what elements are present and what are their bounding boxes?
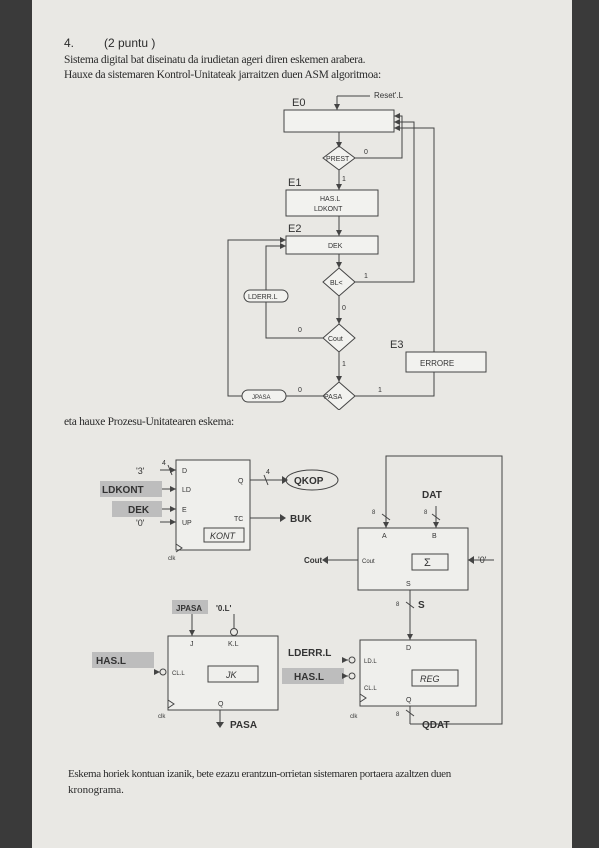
pu-adder-pin-b: B xyxy=(432,533,437,540)
pu-jk-pin-j: J xyxy=(190,641,194,648)
pu-kont-clk: clk xyxy=(168,556,176,562)
footer-line-2: kronograma. xyxy=(68,784,124,796)
pu-adder-pin-a: A xyxy=(382,533,387,540)
pu-adder-cin: '0' xyxy=(478,555,487,565)
pu-kont-label: KONT xyxy=(210,531,237,541)
asm-e2-dek: DEK xyxy=(328,243,343,250)
pu-kont-pin-up: UP xyxy=(182,520,192,527)
asm-state-e3: E3 xyxy=(390,339,403,351)
intro-line-2: Hauxe da sistemaren Kontrol-Unitateak ja… xyxy=(64,69,381,81)
pu-adder-pin-cout: Cout xyxy=(362,559,375,565)
pu-bus-8-s: 8 xyxy=(396,602,400,608)
exercise-points: (2 puntu ) xyxy=(104,36,156,50)
asm-jpasa: JPASA xyxy=(252,395,271,401)
pu-reg-clk: clk xyxy=(350,714,358,720)
pu-jk-pin-cll: CL.L xyxy=(172,671,185,677)
pu-adder-sigma: Σ xyxy=(424,557,431,569)
pu-reg-pin-q: Q xyxy=(406,697,412,704)
asm-e1-ldkont: LDKONT xyxy=(314,206,343,213)
asm-cout-zero: 0 xyxy=(298,327,302,334)
asm-chart: E0 Reset'.L PREST 0 1 E1 HAS.L LDKONT E2… xyxy=(227,91,487,410)
asm-blk-one: 1 xyxy=(364,273,368,280)
middle-text: eta hauxe Prozesu-Unitatearen eskema: xyxy=(64,416,234,428)
pu-reg-pin-ldl: LD.L xyxy=(364,659,377,665)
exercise-number: 4. xyxy=(64,36,75,50)
asm-lderrl: LDERR.L xyxy=(248,294,278,301)
asm-errore: ERRORE xyxy=(420,359,454,368)
asm-reset: Reset'.L xyxy=(374,91,404,100)
pu-bus-4-out: 4 xyxy=(266,469,270,476)
pu-kont-pin-ld: LD xyxy=(182,487,191,494)
asm-state-e2: E2 xyxy=(288,223,301,235)
pu-reg-hasl: HAS.L xyxy=(294,672,324,683)
asm-pasa: PASA xyxy=(324,394,342,401)
asm-e1-hasl: HAS.L xyxy=(320,196,340,203)
asm-blk: BL< xyxy=(330,280,343,287)
pu-const-0l: '0.L' xyxy=(216,604,231,613)
pu-bus-4-in: 4 xyxy=(162,460,166,467)
footer-line-1: Eskema horiek kontuan izanik, bete ezazu… xyxy=(68,768,451,780)
pu-bus-8-b: 8 xyxy=(424,510,428,516)
asm-prest-one: 1 xyxy=(342,176,346,183)
pu-jk-pin-q: Q xyxy=(218,701,224,708)
asm-state-e0: E0 xyxy=(292,97,305,109)
pu-pasa: PASA xyxy=(230,720,257,731)
pu-s: S xyxy=(418,600,425,611)
pu-qkop: QKOP xyxy=(294,476,324,487)
pu-jk-jpasa: JPASA xyxy=(176,604,202,613)
pu-kont-pin-tc: TC xyxy=(234,516,243,523)
asm-pasa-zero: 0 xyxy=(298,387,302,394)
pu-adder-pin-s: S xyxy=(406,581,411,588)
pu-dat: DAT xyxy=(422,490,442,501)
pu-kont-pin-q: Q xyxy=(238,478,244,485)
pu-reg-label: REG xyxy=(420,674,440,684)
pu-lderrl: LDERR.L xyxy=(288,648,331,659)
pu-jk-clk: clk xyxy=(158,714,166,720)
pu-qdat: QDAT xyxy=(422,720,450,731)
pu-reg-pin-d: D xyxy=(406,645,411,652)
pu-kont-pin-e: E xyxy=(182,507,187,514)
pu-bus-8-a: 8 xyxy=(372,510,376,516)
pu-jk-label: JK xyxy=(225,670,238,680)
pu-jk-pin-kl: K.L xyxy=(228,641,239,648)
asm-blk-zero: 0 xyxy=(342,305,346,312)
intro-line-1: Sistema digital bat diseinatu da irudiet… xyxy=(64,54,366,66)
pu-const-3: '3' xyxy=(136,466,145,476)
asm-pasa-one: 1 xyxy=(378,387,382,394)
pu-buk: BUK xyxy=(290,514,312,525)
document-page: 4. (2 puntu ) Sistema digital bat disein… xyxy=(32,0,572,848)
pu-cout: Cout xyxy=(304,556,323,565)
asm-state-e1: E1 xyxy=(288,177,301,189)
pu-jk-hasl: HAS.L xyxy=(96,656,126,667)
pu-bus-8-qdat: 8 xyxy=(396,712,400,718)
pu-reg-pin-cll: CL.L xyxy=(364,686,377,692)
asm-cout: Cout xyxy=(328,336,343,343)
asm-cout-one: 1 xyxy=(342,361,346,368)
asm-prest-zero: 0 xyxy=(364,149,368,156)
pu-const-0: '0' xyxy=(136,518,145,528)
process-unit-diagram: '3' 4 LDKONT DEK '0' D LD E UP Q TC KONT… xyxy=(92,455,503,731)
pu-ldkont: LDKONT xyxy=(102,485,144,496)
pu-dek: DEK xyxy=(128,505,150,516)
pu-kont-pin-d: D xyxy=(182,468,187,475)
asm-prest: PREST xyxy=(326,156,350,163)
